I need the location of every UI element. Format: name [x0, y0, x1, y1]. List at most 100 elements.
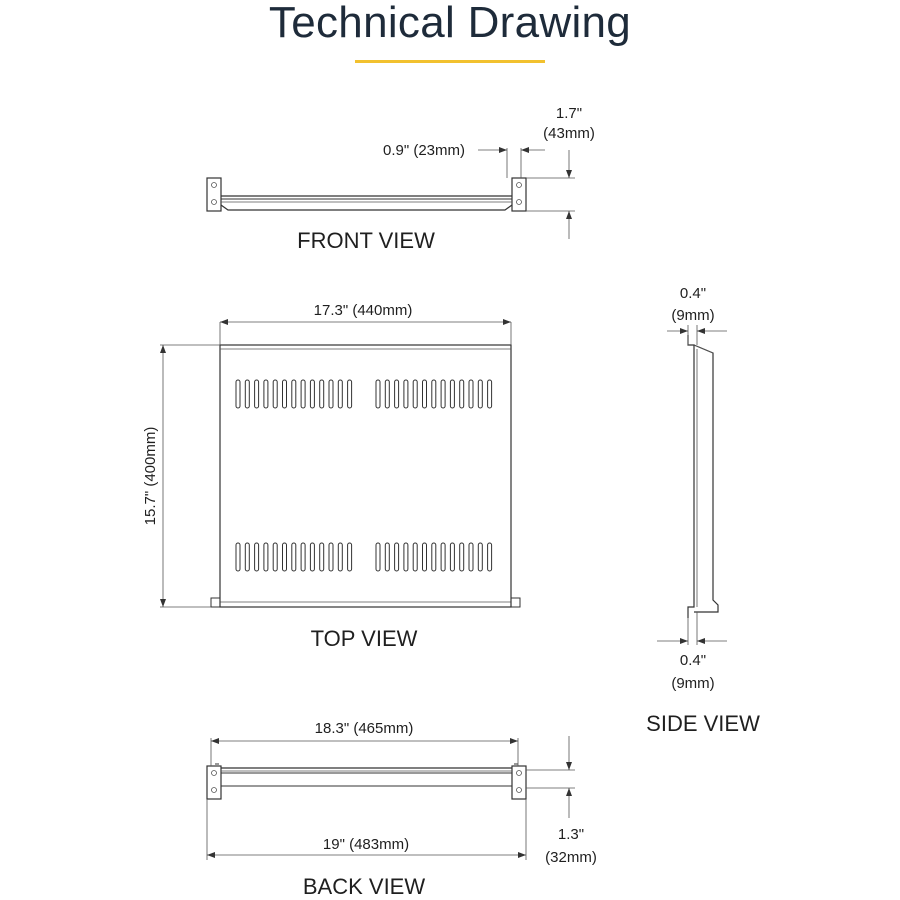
vent-slot: [468, 379, 474, 409]
vent-slot: [412, 379, 418, 409]
top-shelf-outline: [219, 344, 512, 608]
side-bottom-label-b: (9mm): [671, 675, 714, 692]
side-profile-right: [693, 344, 719, 613]
vent-slot: [328, 542, 334, 572]
back-height-label-top: 1.3": [558, 826, 584, 843]
side-bottom-dimension: 0.4" (9mm): [657, 612, 727, 692]
top-view: 17.3" (440mm) 15.7" (400mm) TOP VIEW: [142, 302, 521, 651]
vent-slot: [375, 542, 381, 572]
front-right-ear: [511, 177, 527, 212]
back-left-ear: [206, 765, 222, 800]
vent-slot: [412, 542, 418, 572]
front-view: 1.7" (43mm) 0.9" (23mm) FRONT VIEW: [206, 105, 595, 253]
vent-slots-top-left: [235, 379, 353, 409]
vent-slot: [282, 542, 287, 572]
vent-slot: [449, 379, 455, 409]
side-profile-left: [687, 335, 695, 618]
vent-slot: [272, 542, 278, 572]
vent-slot: [235, 542, 241, 572]
front-height-label-bottom: (43mm): [543, 125, 595, 142]
vent-slot: [300, 542, 306, 572]
back-right-ear: [511, 765, 527, 800]
vent-slot: [431, 379, 437, 409]
vent-slot: [263, 542, 269, 572]
side-bottom-label-a: 0.4": [680, 652, 706, 669]
top-width-label: 17.3" (440mm): [314, 302, 413, 319]
back-outer-label: 19" (483mm): [323, 836, 409, 853]
vent-slot: [291, 379, 297, 409]
side-top-label-b: (9mm): [671, 307, 714, 324]
vent-slot: [300, 379, 306, 409]
vent-slot: [328, 379, 334, 409]
front-flange-dimension: 0.9" (23mm): [383, 142, 545, 178]
vent-slot: [347, 542, 353, 572]
vent-slot: [375, 379, 381, 409]
back-inner-label: 18.3" (465mm): [315, 720, 414, 737]
vent-slot: [384, 542, 390, 572]
vent-slot: [487, 379, 493, 409]
front-right-hole-top: [516, 182, 522, 188]
vent-slot: [309, 379, 315, 409]
front-left-ear: [206, 177, 222, 212]
back-view-shelf: [206, 763, 527, 800]
vent-slot: [468, 542, 474, 572]
front-view-label: FRONT VIEW: [297, 228, 435, 253]
side-top-dimension: 0.4" (9mm): [667, 285, 727, 345]
vent-slots-bottom-right: [375, 542, 493, 572]
top-depth-dimension: 15.7" (400mm): [142, 344, 220, 608]
vent-slot: [422, 379, 427, 409]
vent-slot: [422, 542, 427, 572]
vent-slot: [319, 379, 325, 409]
vent-slot: [487, 542, 493, 572]
vent-slot: [403, 542, 409, 572]
vent-slot: [459, 379, 465, 409]
back-view: 18.3" (465mm) 19" (483mm) 1.3" (32mm): [206, 720, 597, 899]
front-left-hole-top: [211, 182, 217, 188]
front-height-label-top: 1.7": [556, 105, 582, 122]
vent-slot: [394, 379, 400, 409]
back-outer-dimension: 19" (483mm): [206, 799, 527, 860]
vent-slot: [403, 379, 409, 409]
vent-slot: [254, 379, 260, 409]
top-width-dimension: 17.3" (440mm): [219, 302, 512, 345]
top-view-shelf: [210, 344, 521, 608]
front-right-hole-bottom: [516, 199, 522, 205]
side-view-label: SIDE VIEW: [646, 711, 760, 736]
vent-slot: [272, 379, 278, 409]
vent-slot: [459, 542, 465, 572]
vent-slot: [440, 379, 446, 409]
vent-slot: [309, 542, 315, 572]
vent-slot: [337, 379, 343, 409]
side-top-label-a: 0.4": [680, 285, 706, 302]
vent-slot: [282, 379, 287, 409]
vent-slot: [319, 542, 325, 572]
vent-slot: [291, 542, 297, 572]
back-height-label-bottom: (32mm): [545, 849, 597, 866]
vent-slot: [431, 542, 437, 572]
vent-slot: [384, 379, 390, 409]
vent-slot: [244, 542, 250, 572]
vent-slot: [477, 542, 483, 572]
back-inner-dimension: 18.3" (465mm): [210, 720, 519, 766]
vent-slot: [337, 542, 343, 572]
vent-slot: [440, 542, 446, 572]
vent-slot: [244, 379, 250, 409]
top-view-label: TOP VIEW: [311, 626, 418, 651]
top-depth-label: 15.7" (400mm): [142, 427, 159, 526]
title-underline: [355, 60, 545, 63]
front-height-dimension: 1.7" (43mm): [526, 105, 595, 239]
side-view: 0.4" (9mm) 0.4" (9mm) SIDE VIEW: [646, 285, 760, 736]
front-left-hole-bottom: [211, 199, 217, 205]
vent-slot: [394, 542, 400, 572]
vent-slots-bottom-left: [235, 542, 353, 572]
vent-slot: [449, 542, 455, 572]
vent-slot: [347, 379, 353, 409]
page-title: Technical Drawing: [268, 0, 632, 47]
back-view-label: BACK VIEW: [303, 874, 425, 899]
vent-slot: [477, 379, 483, 409]
back-height-dimension: 1.3" (32mm): [526, 736, 597, 866]
front-view-shelf: [206, 177, 527, 212]
vent-slots-top-right: [375, 379, 493, 409]
